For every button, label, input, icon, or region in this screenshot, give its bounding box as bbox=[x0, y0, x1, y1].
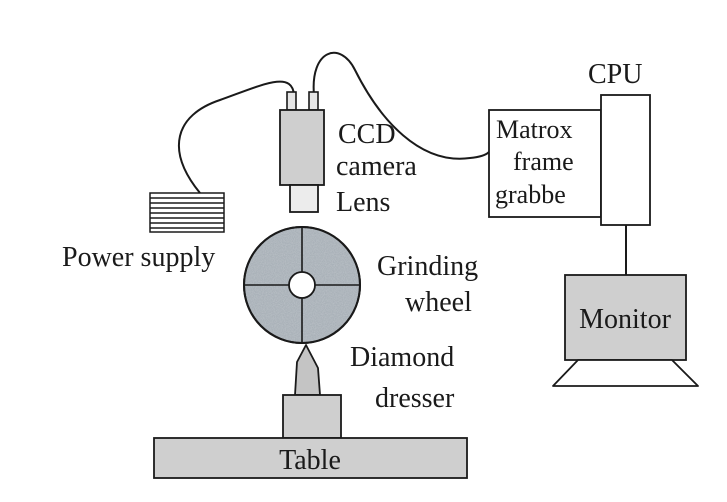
table-icon bbox=[153, 437, 468, 479]
frame-grabber-box bbox=[488, 109, 602, 218]
diamond-label: Diamond bbox=[350, 342, 454, 373]
monitor-label: Monitor bbox=[579, 304, 671, 335]
cpu-box bbox=[600, 94, 651, 226]
grabbe-label: grabbe bbox=[495, 180, 566, 209]
wheel-label: wheel bbox=[405, 287, 472, 318]
camera-label: camera bbox=[336, 151, 417, 182]
power-supply-label: Power supply bbox=[62, 242, 215, 273]
monitor-icon bbox=[552, 274, 699, 387]
grinding-wheel-icon bbox=[243, 226, 361, 344]
matrox-label: Matrox bbox=[496, 115, 573, 144]
ccd-label: CCD bbox=[338, 119, 396, 150]
ccd-camera-icon bbox=[279, 91, 325, 213]
power-supply-icon bbox=[149, 192, 225, 233]
frame-label: frame bbox=[513, 147, 574, 176]
camera-to-grabber-cable bbox=[312, 51, 490, 160]
diamond-dresser-icon bbox=[282, 344, 342, 439]
cpu-label: CPU bbox=[588, 59, 642, 90]
grinding-label: Grinding bbox=[377, 251, 478, 282]
dresser-label: dresser bbox=[375, 383, 455, 414]
power-cable bbox=[177, 80, 295, 194]
table-label: Table bbox=[279, 445, 341, 476]
lens-label: Lens bbox=[336, 187, 390, 218]
